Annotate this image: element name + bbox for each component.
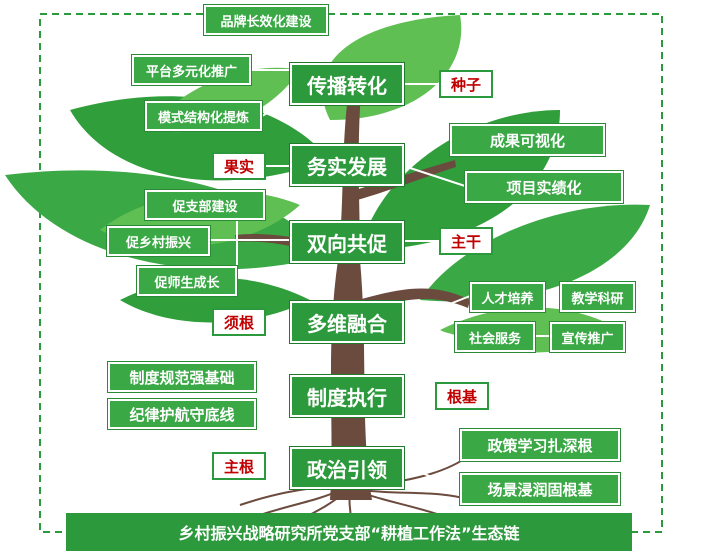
branch-publicity: 宣传推广 — [550, 322, 625, 352]
branch-promote-rural: 促乡村振兴 — [107, 226, 210, 256]
node-multi-integration: 多维融合 — [290, 301, 404, 343]
node-practical-development: 务实发展 — [290, 144, 404, 186]
branch-social-service: 社会服务 — [455, 322, 535, 352]
tag-seed: 种子 — [439, 70, 493, 98]
node-mutual-promotion: 双向共促 — [290, 221, 404, 263]
leaf-right — [420, 204, 650, 302]
branch-teaching-research: 教学科研 — [560, 282, 635, 312]
branch-promote-party: 促支部建设 — [145, 190, 265, 220]
title-banner: 乡村振兴战略研究所党支部“耕植工作法”生态链 — [66, 513, 632, 551]
node-spread-transform: 传播转化 — [290, 63, 404, 105]
branch-promote-students: 促师生成长 — [137, 266, 237, 296]
branch-platform-promotion: 平台多元化推广 — [132, 55, 251, 85]
branch-talent: 人才培养 — [470, 282, 545, 312]
branch-project-performance: 项目实绩化 — [465, 171, 623, 203]
branch-model-refining: 模式结构化提炼 — [145, 101, 262, 131]
branch-brand-building: 品牌长效化建设 — [204, 5, 328, 35]
tag-fruit: 果实 — [212, 152, 266, 180]
branch-policy-study: 政策学习扎深根 — [460, 429, 620, 461]
dashed-frame — [39, 13, 663, 533]
tag-foundation: 根基 — [435, 382, 489, 410]
tag-trunk: 主干 — [439, 227, 493, 255]
branch-visible-results: 成果可视化 — [450, 124, 605, 156]
tag-taproot: 主根 — [212, 452, 266, 480]
branch-scene-immersion: 场景浸润固根基 — [460, 473, 620, 505]
tag-fibrous-roots: 须根 — [212, 308, 266, 336]
branch-system-standards: 制度规范强基础 — [108, 362, 256, 392]
node-political-guidance: 政治引领 — [290, 447, 404, 489]
branch-discipline: 纪律护航守底线 — [108, 399, 256, 429]
node-system-execution: 制度执行 — [290, 375, 404, 417]
